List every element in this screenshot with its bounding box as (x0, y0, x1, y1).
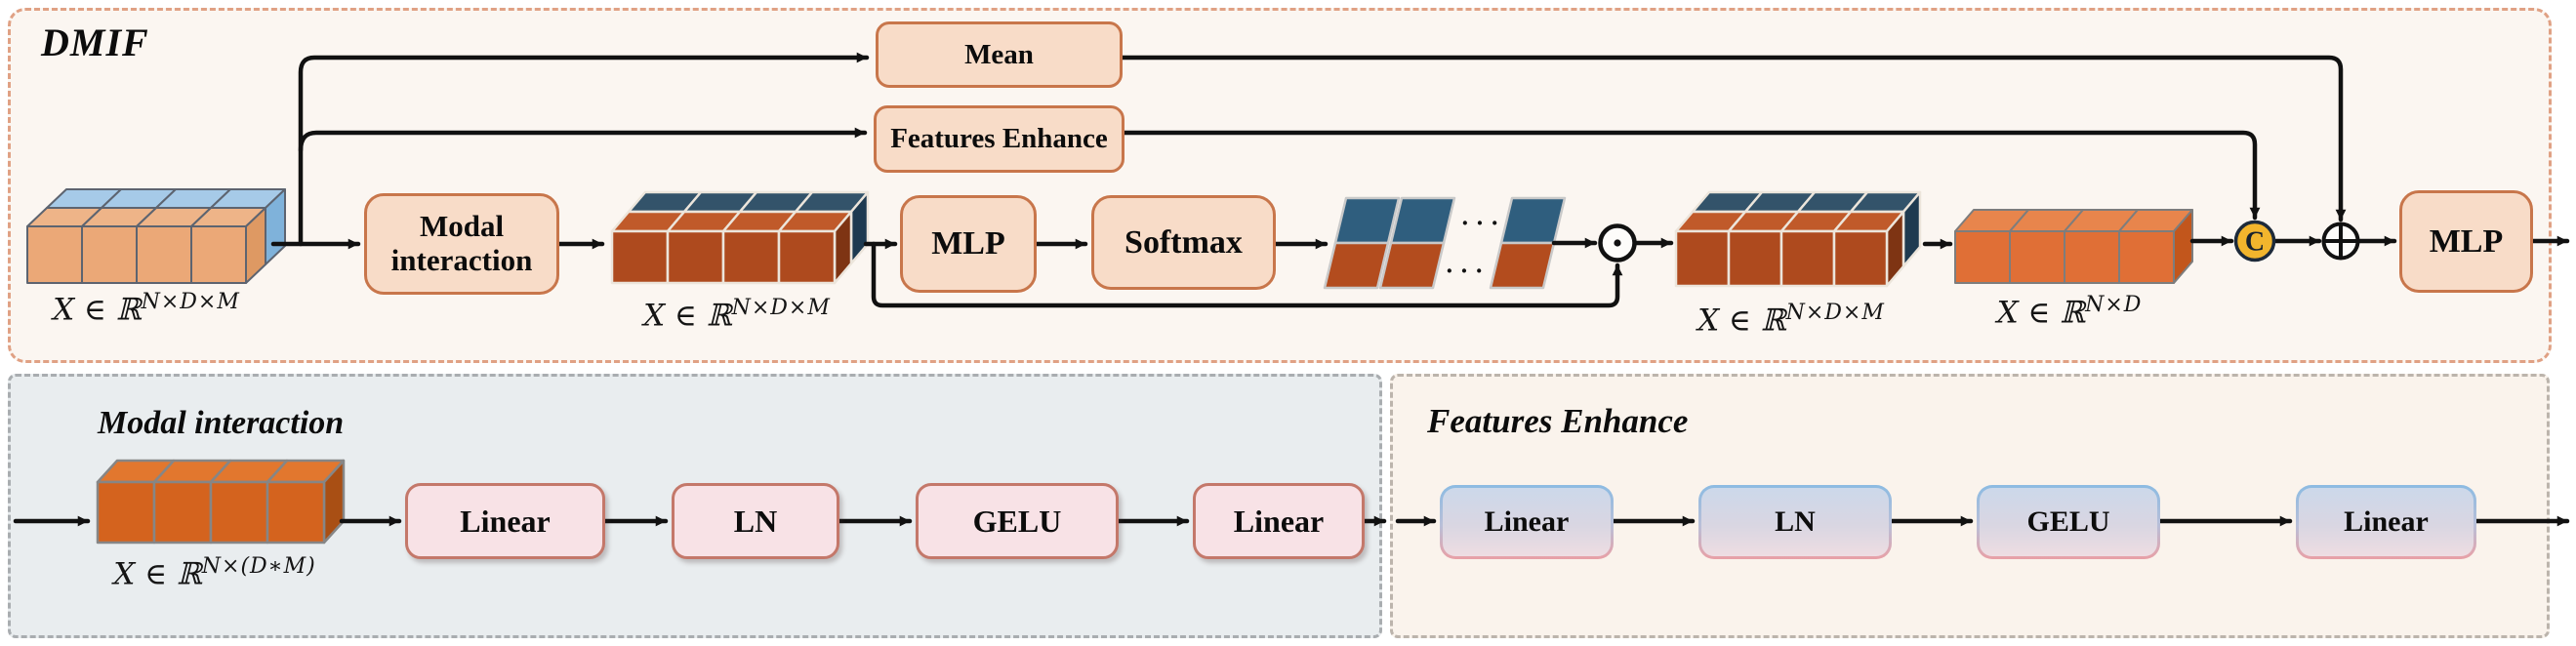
label-base: X ∈ ℝ (53, 292, 142, 328)
mean-box: Mean (876, 21, 1123, 88)
label-sup: N×D×M (141, 290, 240, 314)
fe-gelu-label: GELU (1980, 488, 2157, 556)
modal-interaction-title: Modal interaction (98, 405, 345, 441)
mi-linear1-box: Linear (405, 483, 605, 559)
label-sup: N×(D∗M) (201, 554, 316, 579)
label-base: X ∈ ℝ (113, 556, 202, 592)
mlp-box: MLP (900, 195, 1037, 293)
label-base: X ∈ ℝ (1996, 295, 2086, 331)
fe-linear2-box: Linear (2296, 485, 2476, 559)
input-tensor-label: X ∈ ℝN×D×M (15, 290, 278, 327)
fe-ln-label: LN (1701, 488, 1889, 556)
fe-linear1-box: Linear (1440, 485, 1614, 559)
features-enhance-box: Features Enhance (874, 105, 1124, 173)
flattened-tensor-label: X ∈ ℝN×(D∗M) (63, 554, 366, 591)
pooled-tensor-label: X ∈ ℝN×D (1977, 293, 2162, 330)
mi-ln-box: LN (672, 483, 839, 559)
fe-linear2-label: Linear (2299, 488, 2474, 556)
label-sup: N×D×M (1785, 301, 1885, 325)
label-sup: N×D×M (731, 296, 831, 320)
dmif-panel (8, 8, 2552, 363)
label-base: X ∈ ℝ (1697, 303, 1786, 339)
mi-linear2-box: Linear (1193, 483, 1365, 559)
fe-linear1-label: Linear (1443, 488, 1611, 556)
dmif-title: DMIF (41, 20, 149, 64)
output-mlp-box: MLP (2399, 190, 2533, 293)
interaction-output-label: X ∈ ℝN×D×M (605, 296, 869, 333)
softmax-box: Softmax (1091, 195, 1276, 290)
mi-gelu-box: GELU (916, 483, 1119, 559)
label-base: X ∈ ℝ (643, 298, 732, 334)
weighted-tensor-label: X ∈ ℝN×D×M (1659, 301, 1923, 338)
fe-ln-box: LN (1698, 485, 1892, 559)
modal-interaction-box: Modal interaction (364, 193, 559, 295)
fe-gelu-box: GELU (1977, 485, 2160, 559)
features-enhance-title: Features Enhance (1427, 402, 1689, 440)
label-sup: N×D (2085, 293, 2143, 317)
